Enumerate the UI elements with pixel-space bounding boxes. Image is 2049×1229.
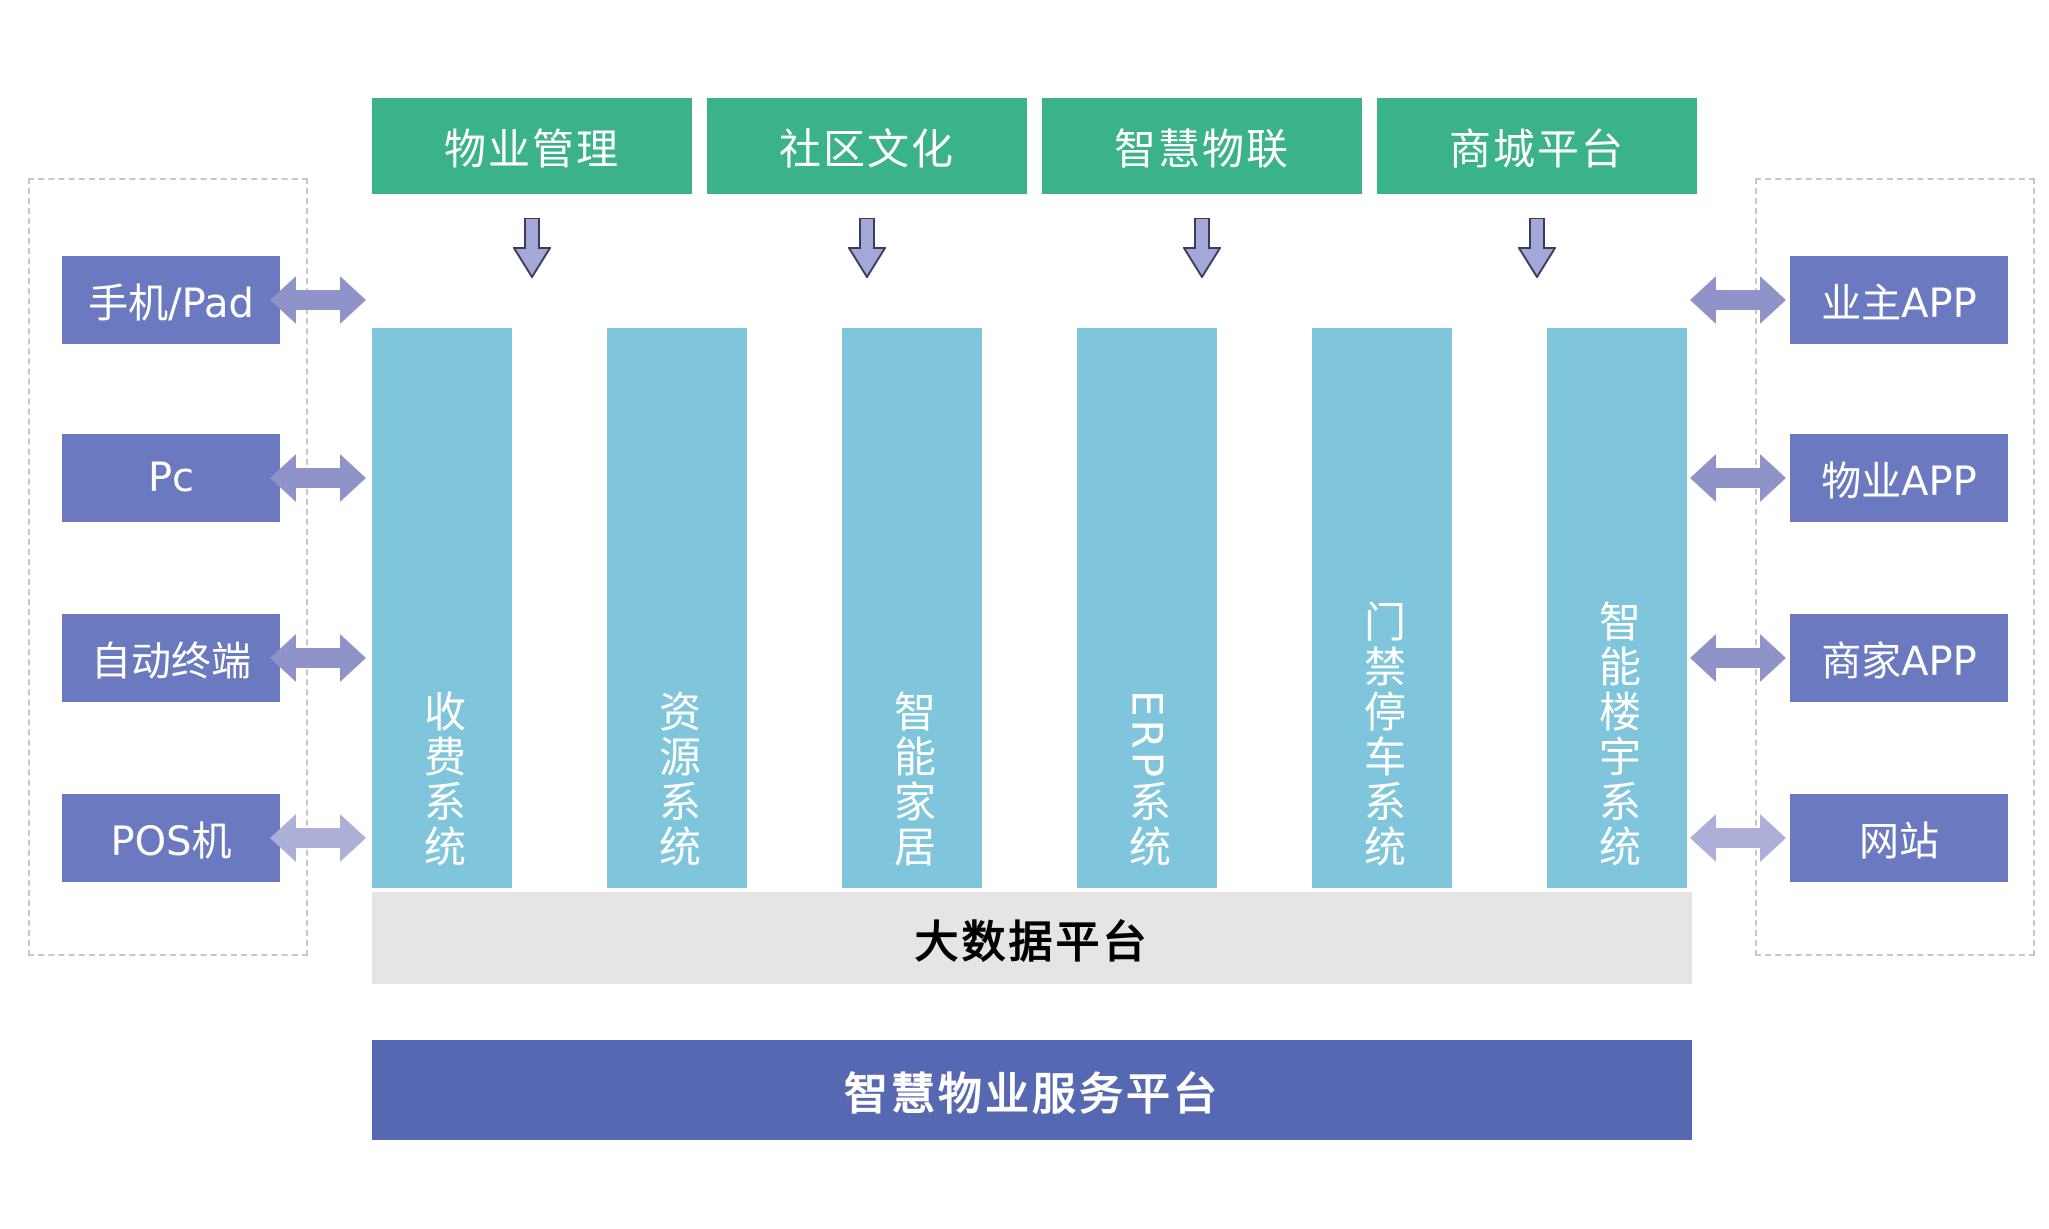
terminal-label: 商家APP bbox=[1821, 639, 1977, 685]
arrow-down-icon-4 bbox=[1517, 217, 1557, 279]
big-data-platform-label: 大数据平台 bbox=[914, 917, 1150, 968]
arrow-bidirectional-icon-right-3 bbox=[1690, 629, 1786, 687]
left-terminal-group bbox=[28, 178, 308, 956]
service-platform-label: 智慧物业服务平台 bbox=[844, 1069, 1220, 1120]
system-label: 智能家居 bbox=[887, 690, 937, 870]
arrow-bidirectional-icon-left-2 bbox=[270, 449, 366, 507]
arrow-bidirectional-icon-left-1 bbox=[270, 271, 366, 329]
terminal-box-merchant-app[interactable]: 商家APP bbox=[1790, 614, 2008, 702]
arrow-bidirectional-icon-right-4 bbox=[1690, 809, 1786, 867]
terminal-label: POS机 bbox=[110, 819, 232, 865]
terminal-box-owner-app[interactable]: 业主APP bbox=[1790, 256, 2008, 344]
terminal-label: 手机/Pad bbox=[88, 281, 254, 327]
terminal-box-pc[interactable]: Pc bbox=[62, 434, 280, 522]
arrow-down-icon-3 bbox=[1182, 217, 1222, 279]
channel-box-mall-platform[interactable]: 商城平台 bbox=[1377, 98, 1697, 194]
channel-box-community-culture[interactable]: 社区文化 bbox=[707, 98, 1027, 194]
terminal-label: 网站 bbox=[1859, 819, 1939, 865]
system-column-smart-home[interactable]: 智能家居 bbox=[842, 328, 982, 888]
terminal-box-phone-pad[interactable]: 手机/Pad bbox=[62, 256, 280, 344]
arrow-bidirectional-icon-right-2 bbox=[1690, 449, 1786, 507]
system-label: 资源系统 bbox=[652, 690, 702, 870]
channel-box-smart-iot[interactable]: 智慧物联 bbox=[1042, 98, 1362, 194]
system-label: ERP系统 bbox=[1122, 689, 1172, 870]
arrow-bidirectional-icon-left-4 bbox=[270, 809, 366, 867]
system-column-billing[interactable]: 收费系统 bbox=[372, 328, 512, 888]
terminal-label: 物业APP bbox=[1821, 459, 1977, 505]
system-label: 收费系统 bbox=[417, 690, 467, 870]
system-column-smart-building[interactable]: 智能楼宇系统 bbox=[1547, 328, 1687, 888]
right-terminal-group bbox=[1755, 178, 2035, 956]
arrow-down-icon-2 bbox=[847, 217, 887, 279]
system-label: 智能楼宇系统 bbox=[1592, 600, 1642, 870]
channel-label: 商城平台 bbox=[1448, 124, 1625, 174]
service-platform-bar[interactable]: 智慧物业服务平台 bbox=[372, 1040, 1692, 1140]
terminal-box-self-service-kiosk[interactable]: 自动终端 bbox=[62, 614, 280, 702]
channel-label: 社区文化 bbox=[778, 124, 955, 174]
terminal-box-pos[interactable]: POS机 bbox=[62, 794, 280, 882]
big-data-platform-bar[interactable]: 大数据平台 bbox=[372, 892, 1692, 984]
terminal-label: 业主APP bbox=[1821, 281, 1977, 327]
channel-label: 物业管理 bbox=[443, 124, 620, 174]
system-label: 门禁停车系统 bbox=[1357, 600, 1407, 870]
terminal-label: 自动终端 bbox=[91, 639, 251, 685]
arrow-down-icon-1 bbox=[512, 217, 552, 279]
system-column-erp[interactable]: ERP系统 bbox=[1077, 328, 1217, 888]
arrow-bidirectional-icon-right-1 bbox=[1690, 271, 1786, 329]
system-column-access-parking[interactable]: 门禁停车系统 bbox=[1312, 328, 1452, 888]
terminal-box-property-app[interactable]: 物业APP bbox=[1790, 434, 2008, 522]
channel-label: 智慧物联 bbox=[1113, 124, 1290, 174]
system-column-resource[interactable]: 资源系统 bbox=[607, 328, 747, 888]
arrow-bidirectional-icon-left-3 bbox=[270, 629, 366, 687]
terminal-label: Pc bbox=[147, 455, 195, 501]
terminal-box-website[interactable]: 网站 bbox=[1790, 794, 2008, 882]
channel-box-property-management[interactable]: 物业管理 bbox=[372, 98, 692, 194]
